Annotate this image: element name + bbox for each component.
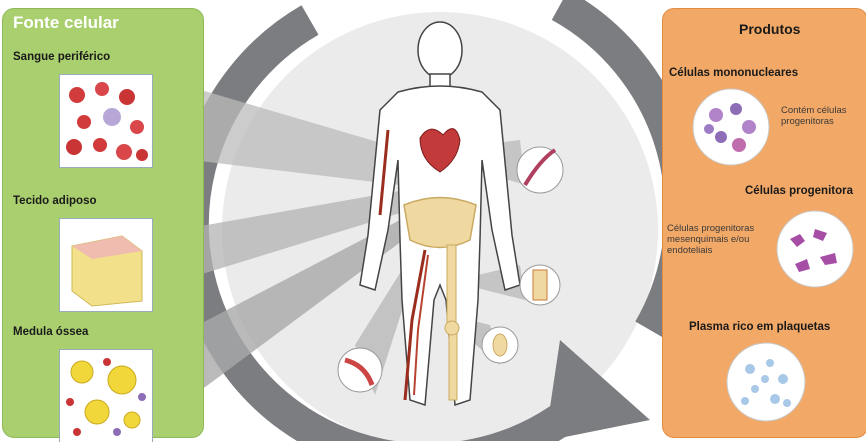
product-label-progenitor-cells: Células progenitora [745, 185, 853, 197]
product-note-mononuclear: Contém células progenitoras [781, 105, 866, 127]
knee-detail-circle [482, 327, 518, 363]
artery-detail-circle [338, 348, 382, 392]
joint-detail-circle [520, 265, 560, 305]
cell-source-title: Fonte celular [13, 13, 119, 33]
platelet-rich-plasma-image [725, 341, 807, 423]
knee-joint [445, 321, 459, 335]
pelvis [404, 198, 476, 248]
progenitor-cells-image [775, 209, 855, 289]
cell-source-panel: Fonte celular Sangue periférico Tecido a… [2, 8, 204, 438]
source-label-adipose-tissue: Tecido adiposo [13, 195, 97, 207]
bone-marrow-image [60, 350, 152, 442]
product-note-progenitor: Células progenitoras mesenquimais e/ou e… [667, 223, 773, 256]
products-panel: Produtos Células mononucleares Contém cé… [662, 8, 866, 438]
products-title: Produtos [739, 21, 800, 37]
product-label-mononuclear-cells: Células mononucleares [669, 67, 798, 79]
tibia [449, 330, 457, 400]
peripheral-blood-image [60, 75, 152, 167]
femur [447, 245, 456, 325]
adipose-tissue-image [60, 219, 152, 311]
vessel-detail-circle [517, 147, 563, 193]
source-label-peripheral-blood: Sangue periférico [13, 51, 110, 63]
mononuclear-cells-image [691, 87, 771, 167]
source-label-bone-marrow: Medula óssea [13, 326, 88, 338]
product-label-platelet-rich-plasma: Plasma rico em plaquetas [689, 321, 830, 333]
